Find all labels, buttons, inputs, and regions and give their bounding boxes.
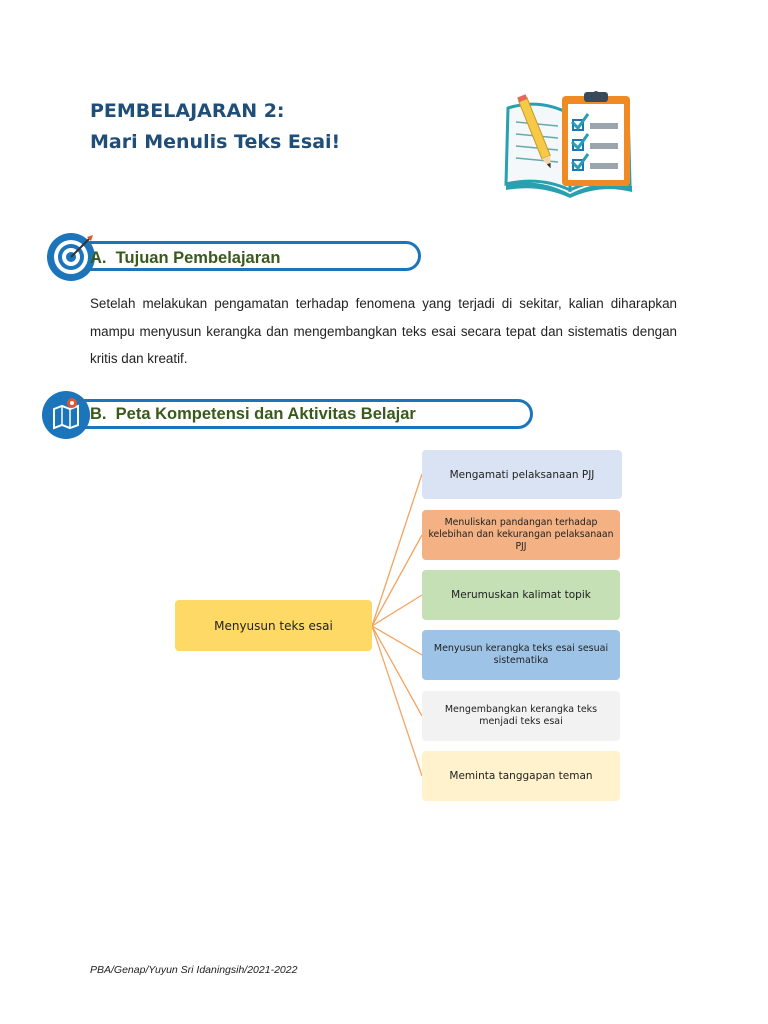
branch-label-6: Meminta tanggapan teman [449,770,593,782]
target-arrow-icon [47,233,95,281]
branch-box-2: Menuliskan pandangan terhadap kelebihan … [422,510,620,560]
section-a-title: Tujuan Pembelajaran [115,249,281,267]
title-line-2: Mari Menulis Teks Esai! [90,131,341,153]
page-title: PEMBELAJARAN 2: Mari Menulis Teks Esai! [90,96,340,158]
connector-1 [371,473,423,627]
branch-box-3: Merumuskan kalimat topik [422,570,620,620]
branch-label-4: Menyusun kerangka teks esai sesuai siste… [433,643,609,666]
connector-4 [371,625,423,656]
section-b-title: Peta Kompetensi dan Aktivitas Belajar [115,405,416,423]
branch-box-5: Mengembangkan kerangka teks menjadi teks… [422,691,620,741]
branch-box-6: Meminta tanggapan teman [422,751,620,801]
page-footer: PBA/Genap/Yuyun Sri Idaningsih/2021-2022 [90,964,298,976]
branch-label-1: Mengamati pelaksanaan PJJ [449,468,595,481]
section-b-heading: B. Peta Kompetensi dan Aktivitas Belajar [90,405,416,424]
connector-6 [371,625,423,777]
branch-label-2: Menuliskan pandangan terhadap kelebihan … [428,517,614,552]
connector-5 [371,625,423,717]
connector-2 [371,534,423,627]
title-line-1: PEMBELAJARAN 2: [90,100,285,122]
clipboard-checklist-book-icon [504,91,632,198]
section-b-bar [70,399,533,429]
section-b-letter: B. [90,405,107,423]
mindmap-root: Menyusun teks esai [175,600,372,651]
branch-box-1: Mengamati pelaksanaan PJJ [422,450,622,499]
section-a-heading: A. Tujuan Pembelajaran [90,249,280,268]
mindmap-root-label: Menyusun teks esai [214,618,333,633]
objective-paragraph: Setelah melakukan pengamatan terhadap fe… [90,296,677,366]
connector-3 [371,594,423,627]
branch-label-5: Mengembangkan kerangka teks menjadi teks… [444,704,598,727]
section-a-letter: A. [90,249,107,267]
branch-label-3: Merumuskan kalimat topik [451,589,591,601]
section-a-bar [70,241,421,271]
map-pin-icon [42,391,90,439]
branch-box-4: Menyusun kerangka teks esai sesuai siste… [422,630,620,680]
